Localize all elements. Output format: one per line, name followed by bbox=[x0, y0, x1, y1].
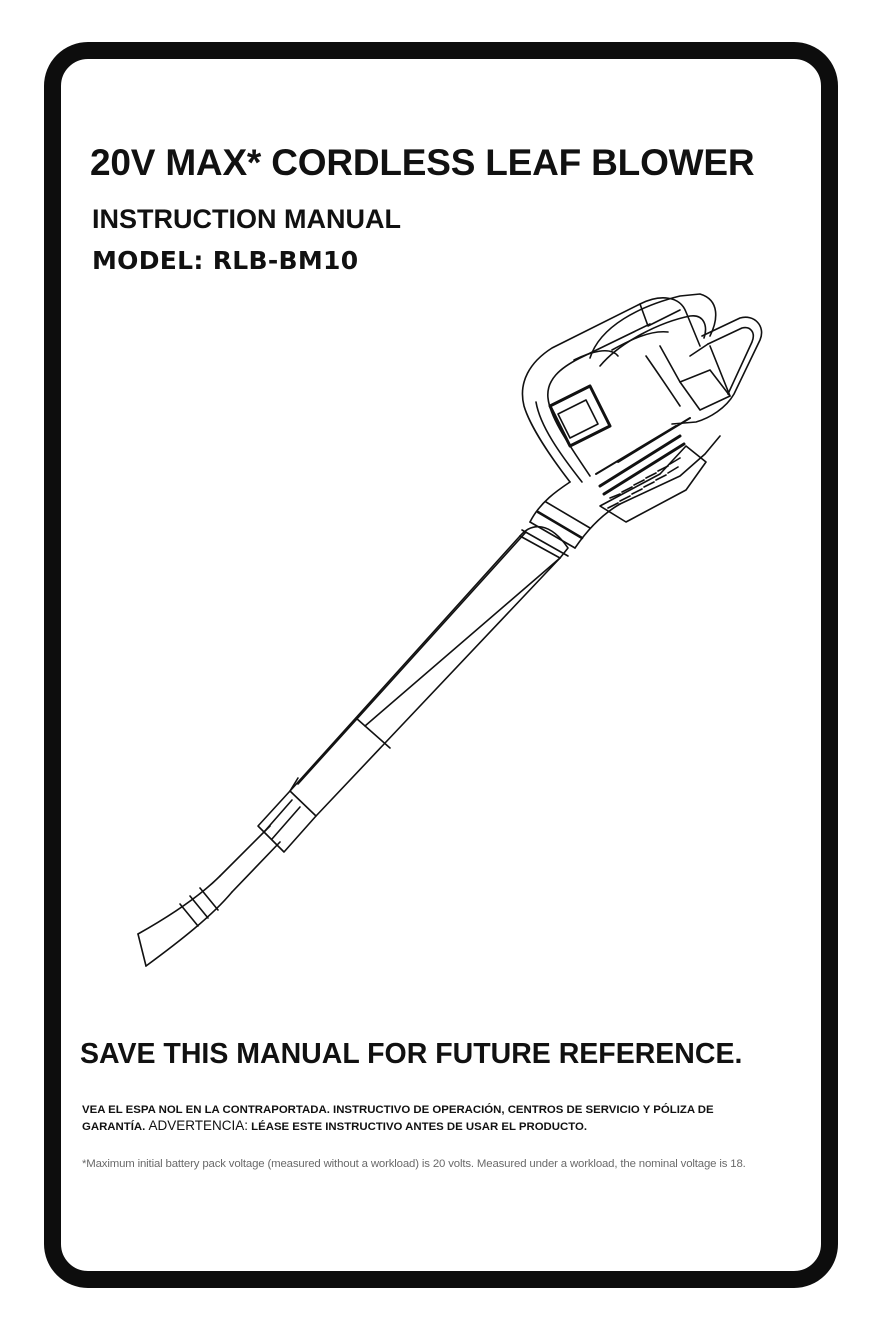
model-number: MODEL: RLB-BM10 bbox=[92, 246, 359, 275]
nozzle-collar bbox=[257, 777, 317, 853]
product-title: 20V MAX* CORDLESS LEAF BLOWER bbox=[90, 142, 755, 183]
manual-subtitle: INSTRUCTION MANUAL bbox=[92, 204, 401, 234]
vent-plate bbox=[599, 445, 707, 523]
advertencia-label: ADVERTENCIA: bbox=[148, 1118, 248, 1133]
leaf-blower-illustration bbox=[137, 293, 763, 967]
handle bbox=[589, 293, 717, 407]
voltage-footnote: *Maximum initial battery pack voltage (m… bbox=[82, 1158, 746, 1170]
blower-tube bbox=[289, 525, 569, 817]
spanish-line-2: GARANTÍA. ADVERTENCIA: LÉASE ESTE INSTRU… bbox=[82, 1118, 782, 1135]
cover-border-frame bbox=[44, 42, 838, 1288]
save-manual-notice: SAVE THIS MANUAL FOR FUTURE REFERENCE. bbox=[80, 1038, 743, 1070]
tube-connector bbox=[521, 481, 621, 557]
garantia-text: GARANTÍA. bbox=[82, 1121, 146, 1133]
battery-pack bbox=[671, 316, 763, 425]
spanish-line-1: VEA EL ESPA NOL EN LA CONTRAPORTADA. INS… bbox=[82, 1104, 714, 1116]
motor-housing bbox=[521, 297, 721, 505]
spanish-notice: VEA EL ESPA NOL EN LA CONTRAPORTADA. INS… bbox=[82, 1103, 782, 1135]
read-instructions-text: LÉASE ESTE INSTRUCTIVO ANTES DE USAR EL … bbox=[251, 1121, 588, 1133]
nozzle-tip bbox=[137, 825, 281, 967]
